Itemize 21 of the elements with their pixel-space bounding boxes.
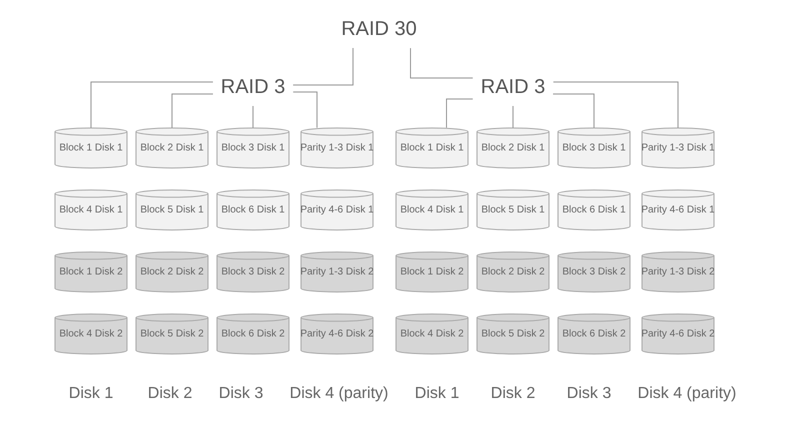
node-text: RAID 30: [341, 18, 417, 40]
connector: [552, 82, 678, 128]
connector: [410, 48, 474, 78]
node-text: RAID 3: [480, 76, 546, 98]
connector: [292, 48, 354, 86]
connector: [172, 94, 214, 128]
node-label: Disk 4 (parity): [638, 384, 736, 402]
node-label: Disk 4 (parity): [290, 384, 388, 402]
connector: [252, 106, 254, 128]
connector: [446, 98, 474, 128]
node-label: Disk 3: [218, 384, 264, 402]
node-text: RAID 3: [220, 76, 286, 98]
connector: [90, 82, 214, 128]
connector: [292, 92, 318, 128]
node-label: Disk 3: [566, 384, 612, 402]
node-label: Disk 1: [414, 384, 460, 402]
connector: [512, 106, 514, 128]
node-label: Disk 2: [148, 384, 192, 402]
node-label: Disk 2: [490, 384, 536, 402]
node-label: Disk 1: [68, 384, 114, 402]
connector: [552, 94, 594, 128]
